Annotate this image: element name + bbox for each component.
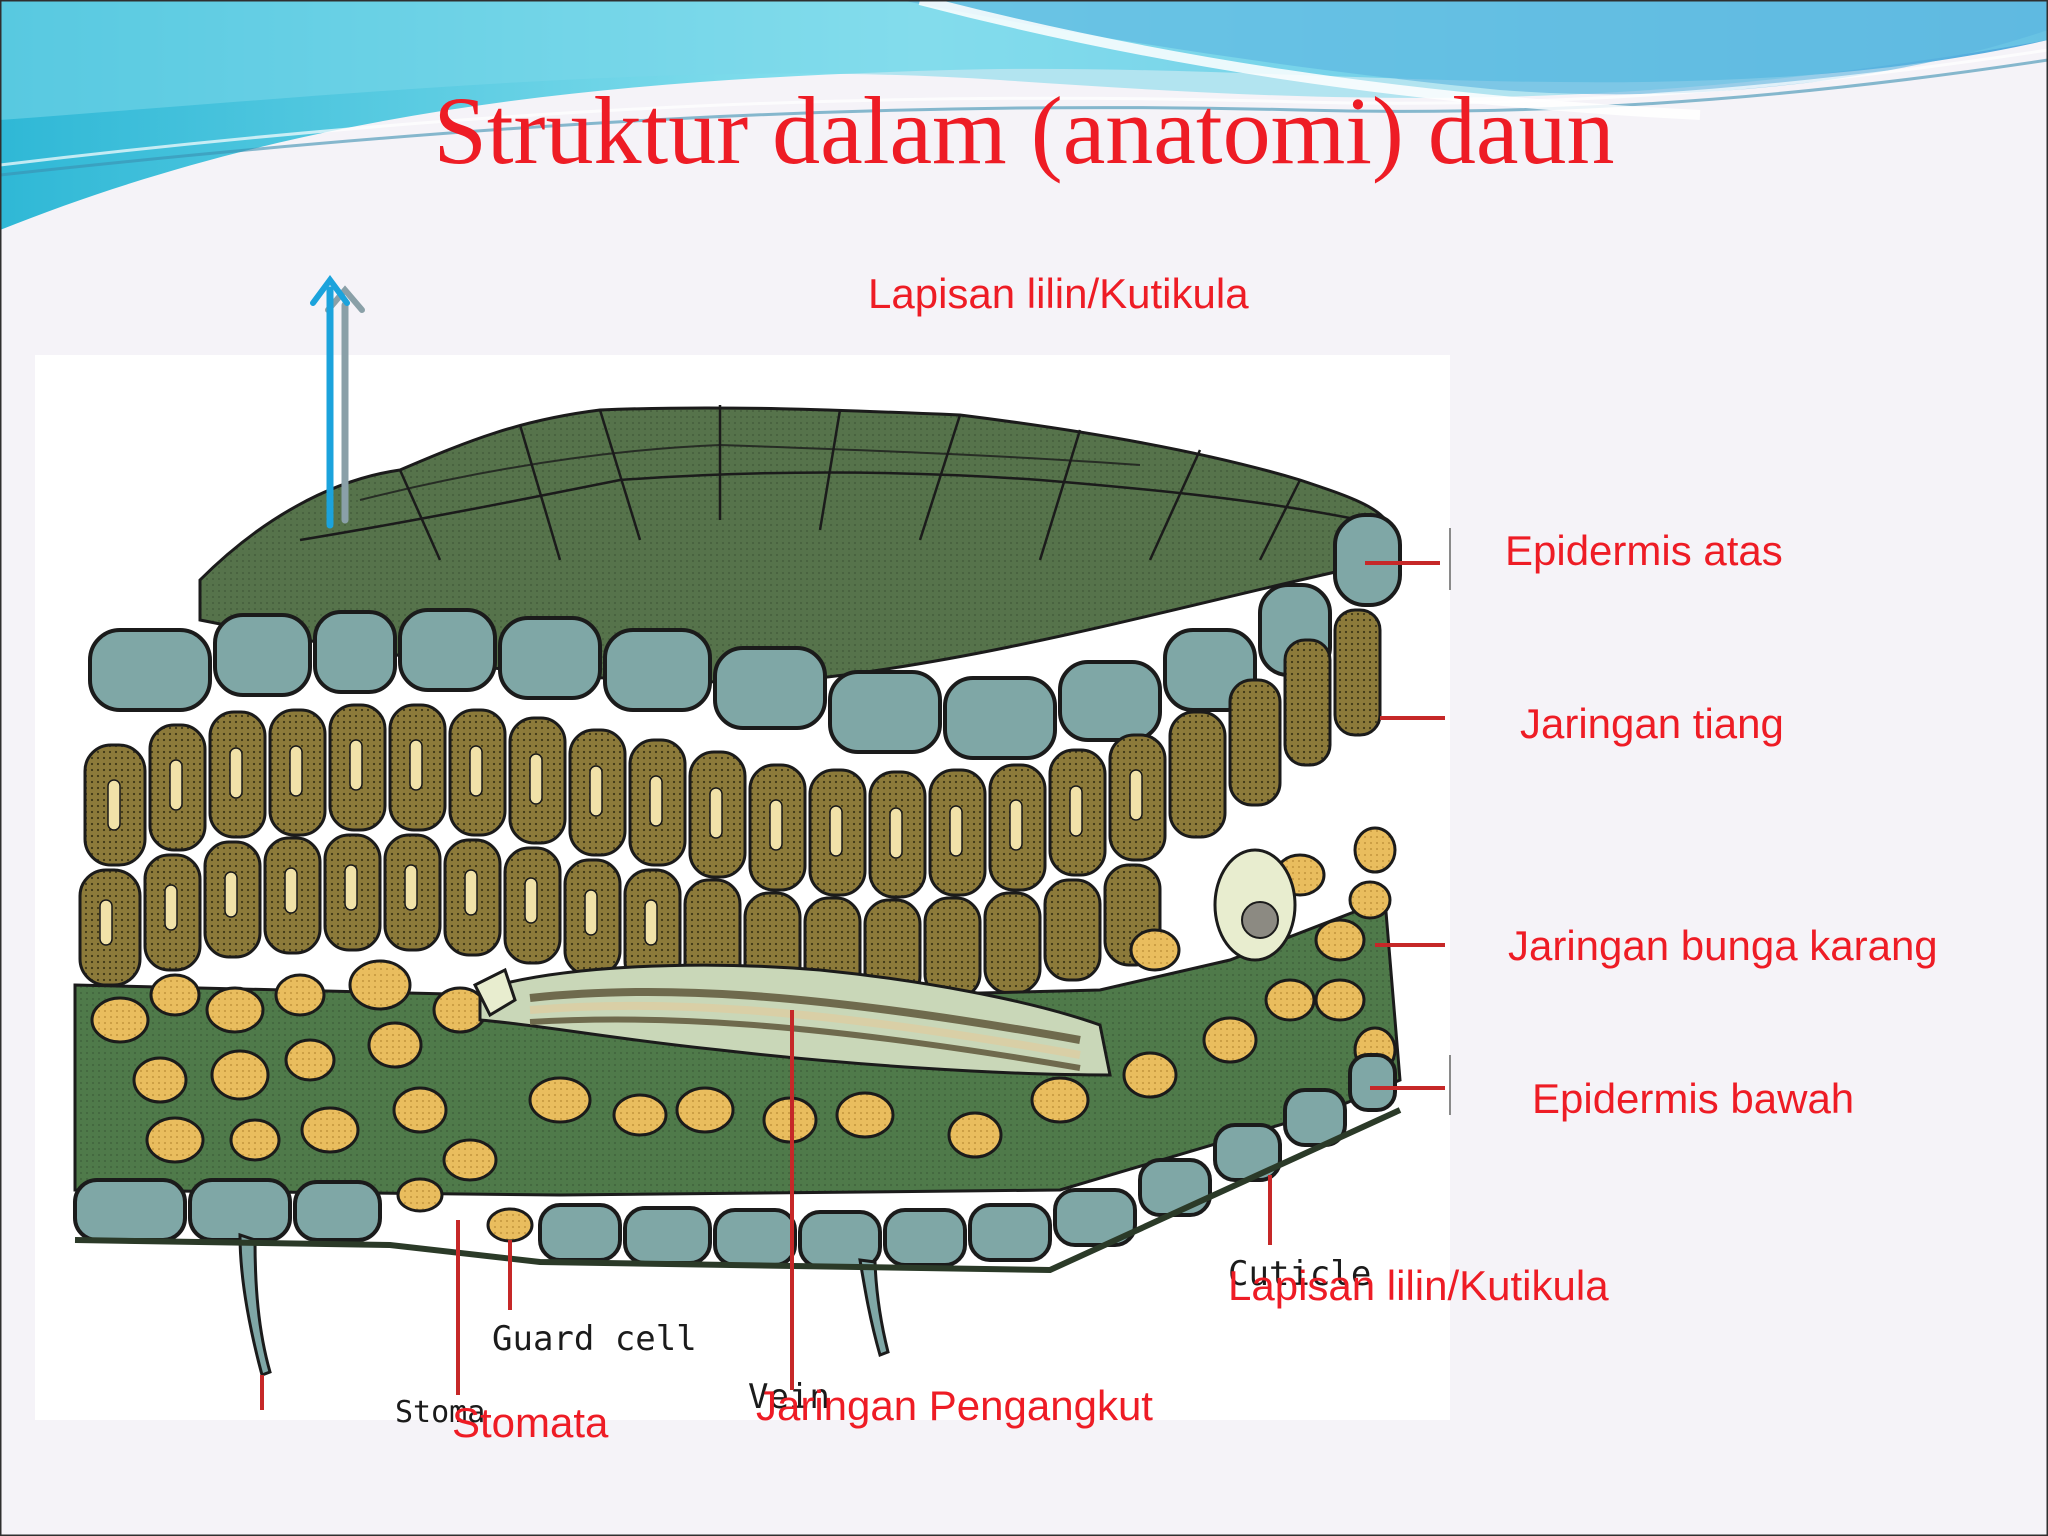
original-label-vein: Vein (748, 1377, 830, 1417)
minor-vein (1213, 848, 1297, 962)
leaf-top-surface (198, 405, 1397, 684)
label-palisade: Jaringan tiang (1520, 700, 1784, 747)
label-upper-epidermis: Epidermis atas (1505, 527, 1783, 574)
label-cuticle-bottom: Lapisan lilin/Kutikula (1228, 1262, 1609, 1309)
original-label-stoma: Stoma (395, 1395, 485, 1430)
label-vascular: Jaringan Pengangkut (756, 1382, 1153, 1429)
original-label-guard-cell: Guard cell (492, 1319, 697, 1359)
original-label-cuticle: Cuticle (1228, 1254, 1371, 1294)
cuticle-arrow (310, 274, 365, 529)
trichome (238, 1232, 272, 1377)
label-cuticle-top: Lapisan lilin/Kutikula (868, 270, 1249, 317)
lower-cuticle-outline (74, 1107, 1402, 1274)
label-lower-epidermis: Epidermis bawah (1532, 1075, 1855, 1122)
slide-title: Struktur dalam (anatomi) daun (433, 77, 1615, 184)
vein-bundle (472, 963, 1112, 1077)
spongy-cells (90, 826, 1397, 1182)
label-stomata: Stomata (452, 1399, 609, 1446)
leader-lines (260, 561, 1445, 1410)
palisade-vacuoles (99, 739, 1143, 946)
lower-epidermis-cells (73, 1053, 1397, 1269)
label-spongy: Jaringan bunga karang (1508, 922, 1938, 969)
guard-cells (396, 1177, 534, 1243)
trichome-2 (858, 1258, 890, 1357)
